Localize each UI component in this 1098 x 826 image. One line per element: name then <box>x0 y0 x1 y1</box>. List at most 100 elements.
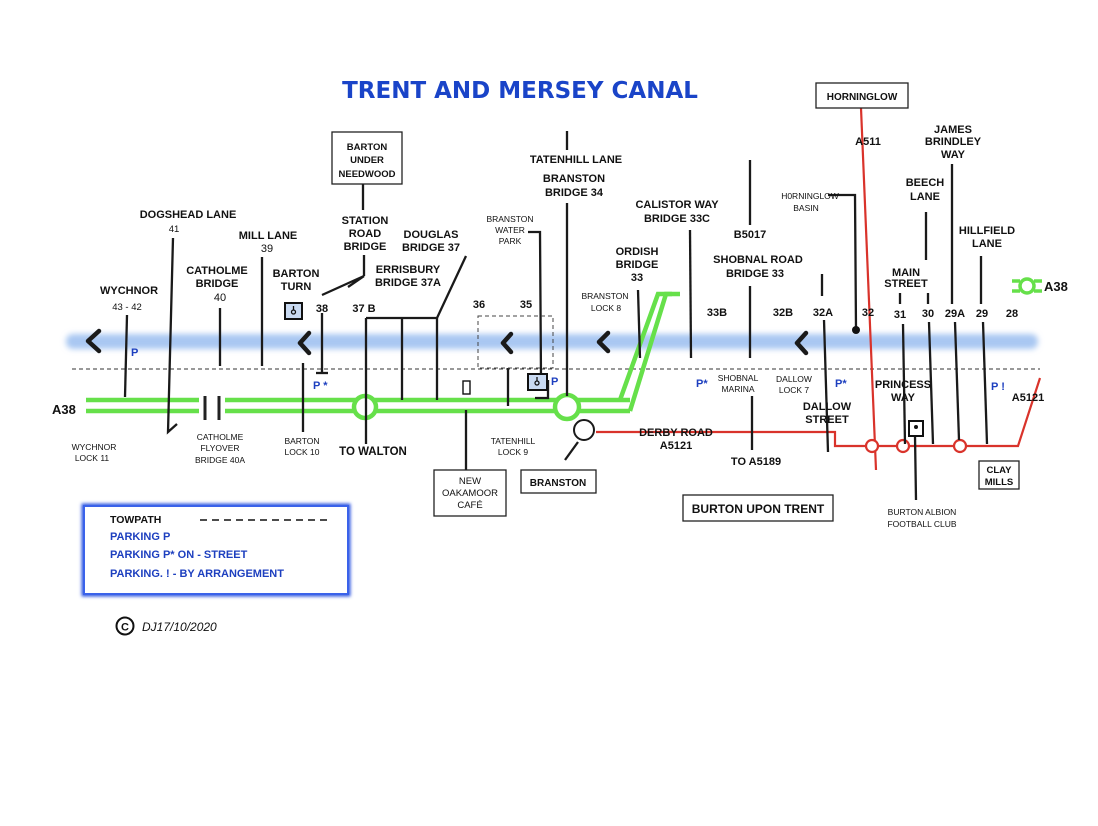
a38-left-label: A38 <box>52 402 76 417</box>
catholme-label: CATHOLME <box>186 265 248 277</box>
brindley-label: BRINDLEY <box>925 136 982 148</box>
dallow-street-label: STREET <box>805 414 849 426</box>
svg-text:HORNINGLOW: HORNINGLOW <box>827 92 898 103</box>
bridge-37b-number: 37 B <box>352 303 375 315</box>
svg-text:CAFÉ: CAFÉ <box>457 500 482 511</box>
dogshead-number: 41 <box>169 224 180 235</box>
bridges-35-36-area <box>477 315 554 369</box>
calistor-way-label: CALISTOR WAY <box>635 199 719 211</box>
ordish-label: ORDISH <box>616 246 659 258</box>
ordish-33-label: 33 <box>631 272 643 284</box>
branston-bridge-label: BRANSTON <box>543 173 605 185</box>
bridge-38-number: 38 <box>316 303 328 315</box>
hillfield-lane-label: LANE <box>972 238 1002 250</box>
bridge-35-number: 35 <box>520 299 532 311</box>
chevron-left-icon <box>297 330 312 356</box>
wychnor-bridge-numbers: 43 - 42 <box>112 302 142 313</box>
dogshead-lane-label: DOGSHEAD LANE <box>140 209 237 221</box>
mill-lane-label: MILL LANE <box>239 230 297 242</box>
lock-11-label: LOCK 11 <box>75 453 110 463</box>
bridge-numbers: 38 37 B 36 35 33B 32B 32A 32 31 30 29A 2… <box>316 299 1018 321</box>
shobnal-bridge-label: BRIDGE 33 <box>726 268 784 280</box>
to-a5189-label: TO A5189 <box>731 456 781 468</box>
dallow-lock-label: DALLOW <box>776 374 812 384</box>
svg-text:MILLS: MILLS <box>985 477 1014 488</box>
branston-roundabout <box>573 419 595 441</box>
derby-road-label: DERBY ROAD <box>639 427 713 439</box>
lock-7-label: LOCK 7 <box>779 385 810 395</box>
to-walton-label: TO WALTON <box>339 446 407 458</box>
princess-label: PRINCESS <box>875 379 931 391</box>
road-label: ROAD <box>349 228 381 240</box>
lock-9-label: LOCK 9 <box>498 447 529 457</box>
a38-right-label: A38 <box>1044 279 1068 294</box>
map-title: TRENT AND MERSEY CANAL <box>342 78 698 104</box>
derby-road-a5121-label: A5121 <box>660 440 692 452</box>
barton-turn-marker <box>284 302 303 320</box>
ordish-bridge-label: BRIDGE <box>616 259 659 271</box>
bridge-29-number: 29 <box>976 308 988 320</box>
horninglow-basin-marker <box>852 326 860 334</box>
box-new-oakamoor-cafe: NEW OAKAMOOR CAFÉ <box>433 469 507 517</box>
credit-date: DJ17/10/2020 <box>142 620 217 634</box>
princess-way-label: WAY <box>891 392 916 404</box>
errisbury-bridge-label: BRIDGE 37A <box>375 277 441 289</box>
station-label: STATION <box>342 215 389 227</box>
parking-p: P <box>131 347 138 359</box>
bridge-29a-number: 29A <box>945 308 965 320</box>
hillfield-label: HILLFIELD <box>959 225 1015 237</box>
bridge-31-number: 31 <box>894 309 906 321</box>
legend-arrangement: PARKING. ! - BY ARRANGEMENT <box>110 568 284 580</box>
a38-junction-icon <box>1012 277 1042 295</box>
direction-chevrons <box>85 328 809 356</box>
dallow-label: DALLOW <box>803 401 852 413</box>
branston-lock-label: BRANSTON <box>581 291 628 301</box>
burton-albion-label: BURTON ALBION <box>888 507 957 517</box>
parking-symbols: P P * P P* P* P ! <box>131 347 1005 393</box>
chevron-left-icon <box>500 331 514 355</box>
bridge-lines <box>123 131 989 501</box>
football-club-label: FOOTBALL CLUB <box>887 519 956 529</box>
bridge-32b-number: 32B <box>773 307 793 319</box>
basin-label: BASIN <box>793 203 819 213</box>
bridge-32-number: 32 <box>862 307 874 319</box>
water-park-label-1: BRANSTON <box>486 214 533 224</box>
legend: TOWPATH PARKING P PARKING P* ON - STREET… <box>81 503 351 597</box>
bridge-label: BRIDGE <box>344 241 387 253</box>
parking-p-onstreet: P* <box>835 378 847 390</box>
bridge-labels: WYCHNOR DOGSHEAD LANE CATHOLME BRIDGE MI… <box>100 124 1015 426</box>
parking-p: P <box>551 376 558 388</box>
football-club-marker <box>908 420 924 437</box>
red-roads <box>596 107 1042 471</box>
tatenhill-lane-label: TATENHILL LANE <box>530 154 622 166</box>
a511-label: A511 <box>855 136 881 148</box>
bridge-32a-number: 32A <box>813 307 833 319</box>
james-label: JAMES <box>934 124 972 136</box>
cafe-marker <box>462 380 471 395</box>
canal <box>66 334 1038 349</box>
a5121-label: A5121 <box>1012 392 1044 404</box>
catholme-number: 40 <box>214 292 226 304</box>
svg-text:OAKAMOOR: OAKAMOOR <box>442 488 498 499</box>
legend-towpath: TOWPATH <box>110 514 161 526</box>
water-park-label-3: PARK <box>499 236 522 246</box>
wychnor-label: WYCHNOR <box>100 285 158 297</box>
bridge-28-number: 28 <box>1006 308 1018 320</box>
parking-p-onstreet: P* <box>696 378 708 390</box>
beech-lane-label: LANE <box>910 191 940 203</box>
svg-text:NEEDWOOD: NEEDWOOD <box>339 169 396 180</box>
branston-water-park-marker <box>527 373 548 391</box>
svg-text:CLAY: CLAY <box>987 465 1013 476</box>
catholme-flyover-bridge <box>203 396 221 420</box>
horninglow-basin-label: H0RNINGLOW <box>781 191 839 201</box>
chevron-left-icon <box>596 330 611 354</box>
legend-onstreet: PARKING P* ON - STREET <box>110 549 248 561</box>
mill-lane-number: 39 <box>261 243 273 255</box>
turn-label: TURN <box>281 281 312 293</box>
main-street-label: STREET <box>884 278 928 290</box>
douglas-label: DOUGLAS <box>404 229 459 241</box>
shobnal-marina-label: SHOBNAL <box>718 373 759 383</box>
tatenhill-lock-label: TATENHILL <box>491 436 536 446</box>
box-horninglow: HORNINGLOW <box>815 82 909 109</box>
